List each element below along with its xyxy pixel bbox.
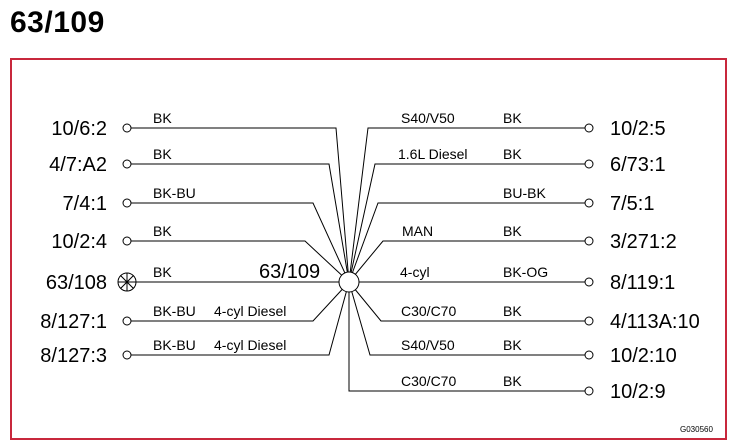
terminal-pin-icon [584,277,594,287]
right-terminal-label: 8/119:1 [610,272,675,294]
right-wire [348,202,585,283]
right-wire-color: BK [503,373,522,389]
left-wire [131,281,350,322]
right-wire-color: BK [503,110,522,126]
right-wire-color: BK [503,146,522,162]
right-terminal-label: 10/2:10 [610,345,677,367]
right-terminal-label: 10/2:9 [610,381,666,403]
left-wire [131,202,350,283]
left-wire [131,281,350,356]
terminal-pin-icon [122,159,132,169]
right-wire [348,282,585,392]
left-terminal-label: 7/4:1 [63,193,107,215]
right-wire [348,281,585,322]
left-wire-note: 4-cyl Diesel [214,337,286,353]
terminal-pin-icon [584,236,594,246]
right-wire [348,240,585,283]
left-wire [131,163,350,283]
right-wire-note: 1.6L Diesel [398,146,468,162]
right-terminal-label: 4/113A:10 [610,311,700,333]
diagram-frame [10,58,727,440]
right-terminal-label: 6/73:1 [610,154,666,176]
right-wire [348,281,585,356]
page-title: 63/109 [10,6,105,39]
terminal-pin-icon [122,198,132,208]
right-wire-color: BU-BK [503,185,546,201]
left-terminal-label: 10/6:2 [51,118,107,140]
left-terminal-label: 63/108 [46,272,107,294]
right-wire-color: BK [503,223,522,239]
left-wire [131,127,350,283]
left-terminal-label: 8/127:3 [40,345,107,367]
right-wire-note: MAN [402,223,433,239]
left-terminal-label: 8/127:1 [40,311,107,333]
splice-hub [338,271,360,293]
left-wire-color: BK-BU [153,303,196,319]
right-wire-note: 4-cyl [400,264,430,280]
left-wire-color: BK [153,223,172,239]
left-wire-color: BK [153,264,172,280]
terminal-pin-icon [122,350,132,360]
terminal-pin-icon [122,123,132,133]
right-wire-note: C30/C70 [401,303,456,319]
terminal-pin-icon [122,236,132,246]
left-terminal-label: 4/7:A2 [49,154,107,176]
right-terminal-label: 7/5:1 [610,193,654,215]
right-terminal-label: 3/271:2 [610,231,677,253]
drawing-code: G030560 [680,425,713,434]
right-wire-color: BK [503,337,522,353]
left-wire [131,240,350,283]
connector-cross-line [120,275,134,289]
terminal-pin-icon [584,159,594,169]
right-wire-note: S40/V50 [401,110,455,126]
left-terminal-label: 10/2:4 [51,231,107,253]
left-wire-color: BK-BU [153,337,196,353]
right-terminal-label: 10/2:5 [610,118,666,140]
right-wire [348,163,585,283]
left-wire-color: BK-BU [153,185,196,201]
right-wire [348,127,585,283]
terminal-pin-icon [584,386,594,396]
right-wire-color: BK-OG [503,264,548,280]
right-wire-note: C30/C70 [401,373,456,389]
left-wire-note: 4-cyl Diesel [214,303,286,319]
left-wire-color: BK [153,146,172,162]
right-wire-note: S40/V50 [401,337,455,353]
right-wire-color: BK [503,303,522,319]
terminal-pin-icon [584,350,594,360]
terminal-pin-icon [584,198,594,208]
hub-label: 63/109 [259,261,320,283]
wire-lines [117,123,594,396]
terminal-pin-icon [584,316,594,326]
terminal-pin-icon [122,316,132,326]
terminal-pin-icon [584,123,594,133]
left-wire-color: BK [153,110,172,126]
